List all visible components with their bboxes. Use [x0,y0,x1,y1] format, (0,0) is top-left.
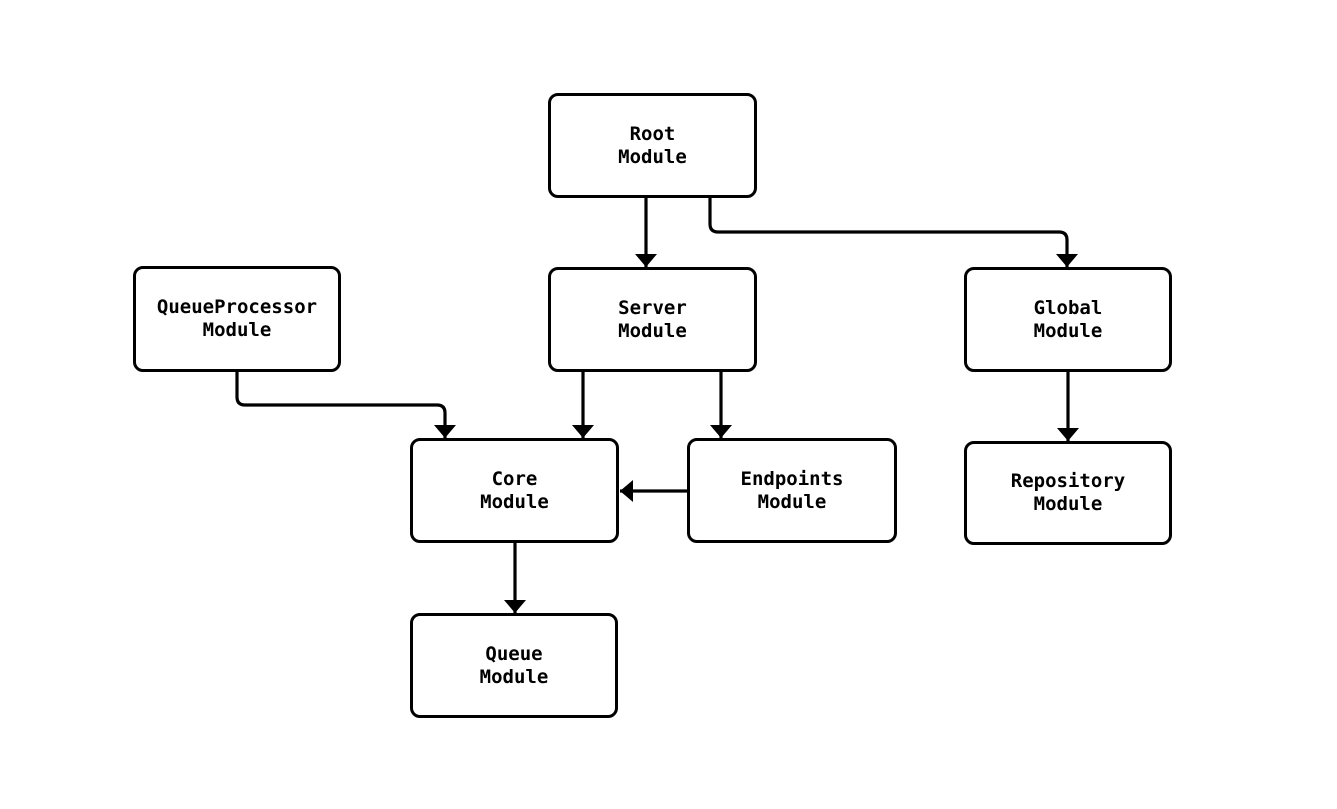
node-repository-module: Repository Module [964,441,1172,545]
node-label-line2: Module [1033,493,1103,515]
node-label-line2: Module [757,490,827,513]
node-label-line1: Server [618,296,687,319]
node-label-line1: Global [1033,296,1103,319]
node-label-line1: Core [491,467,538,490]
node-global-module: Global Module [964,267,1172,372]
node-core-module: Core Module [410,438,619,543]
node-label-line1: QueueProcessor [156,296,318,318]
node-label-line1: Root [629,122,676,145]
node-label-line2: Module [479,665,549,688]
node-label-line1: Queue [485,642,543,665]
node-queue-module: Queue Module [410,613,618,718]
node-label-line2: Module [202,319,272,341]
node-queueprocessor-module: QueueProcessor Module [133,266,341,372]
node-root-module: Root Module [548,93,757,198]
node-server-module: Server Module [548,267,757,372]
node-label-line2: Module [618,145,687,168]
edge-root-to-global [708,198,1078,267]
node-label-line1: Repository [1010,470,1126,492]
node-label-line2: Module [1033,319,1103,342]
node-label-line2: Module [480,490,549,513]
node-label-line1: Endpoints [740,467,844,490]
node-endpoints-module: Endpoints Module [687,438,897,543]
edge-queueprocessor-to-core [235,372,456,438]
node-label-line2: Module [618,319,687,342]
